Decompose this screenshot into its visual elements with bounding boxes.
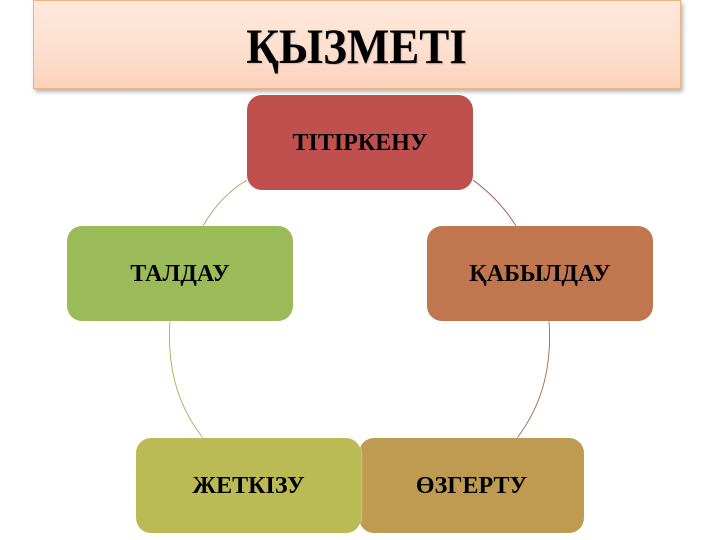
- cycle-node-zhetkizu: ЖЕТКІЗУ: [136, 438, 361, 533]
- title-box: ҚЫЗМЕТІ: [33, 0, 681, 89]
- connector-arc-5: [202, 179, 248, 227]
- node-label: ҚАБЫЛДАУ: [469, 260, 611, 287]
- node-label: ӨЗГЕРТУ: [415, 472, 528, 499]
- cycle-node-kabyldau: ҚАБЫЛДАУ: [427, 226, 653, 321]
- page-title: ҚЫЗМЕТІ: [246, 17, 468, 74]
- cycle-node-ozgertu: ӨЗГЕРТУ: [359, 438, 584, 533]
- node-label: ТІТІРКЕНУ: [292, 129, 428, 156]
- cycle-node-taldau: ТАЛДАУ: [67, 226, 293, 321]
- node-label: ЖЕТКІЗУ: [192, 472, 305, 499]
- cycle-node-titirkenu: ТІТІРКЕНУ: [247, 95, 473, 190]
- connector-arc-1: [472, 179, 517, 227]
- connector-arc-4: [169, 320, 204, 439]
- node-label: ТАЛДАУ: [130, 260, 230, 287]
- connector-arc-2: [516, 320, 550, 439]
